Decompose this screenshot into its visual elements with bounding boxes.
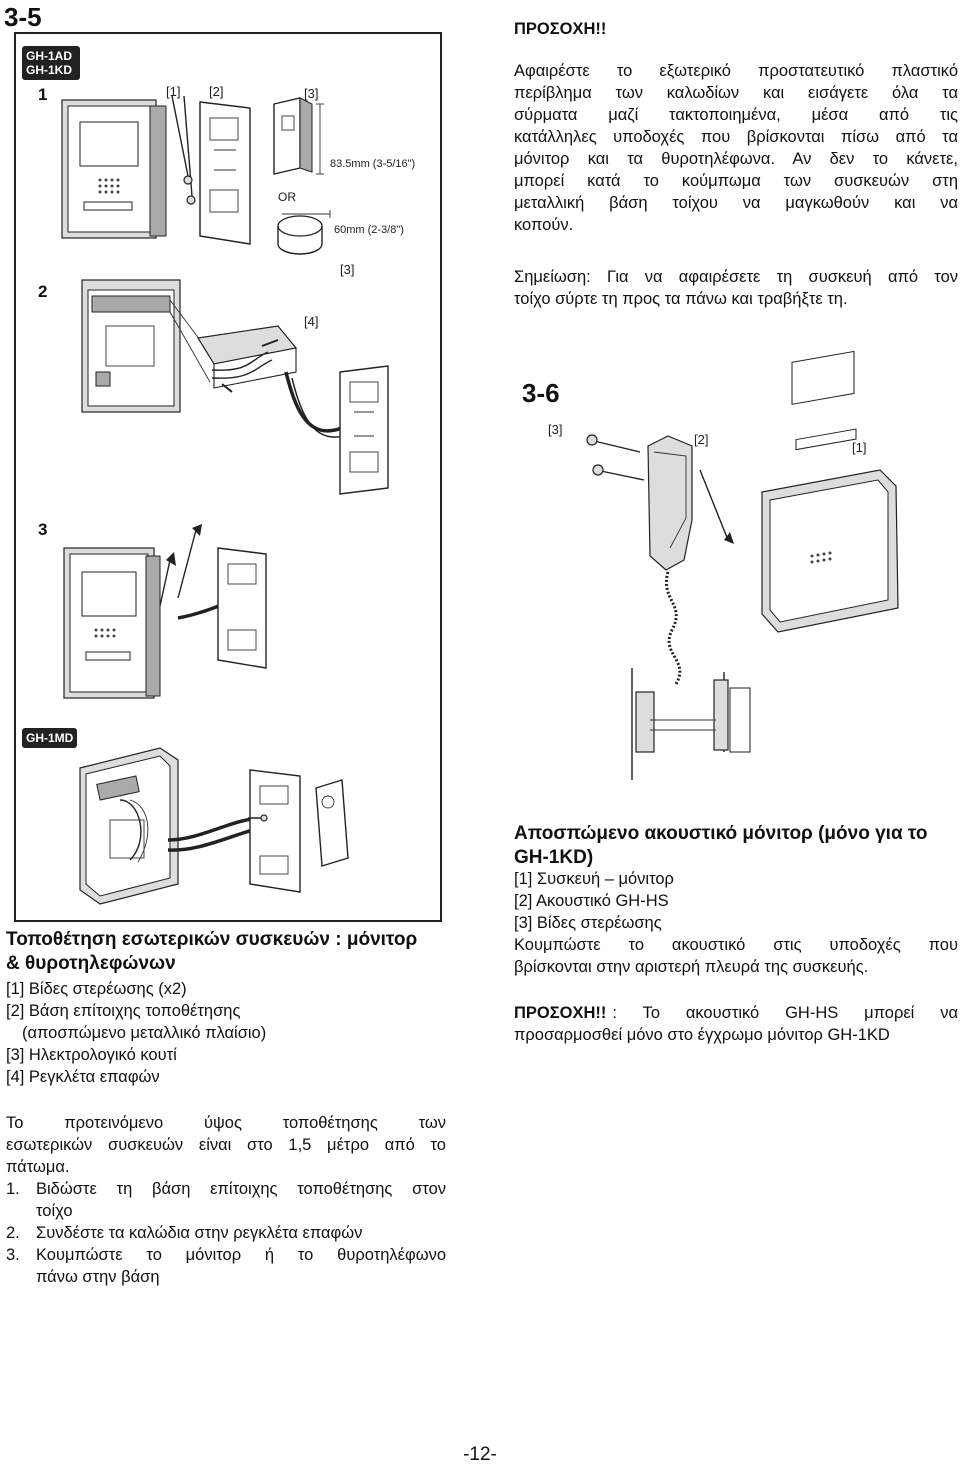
instr-line-2: βρίσκονται στην αριστερή πλευρά της συσκ… bbox=[514, 958, 869, 976]
diagram-frame bbox=[14, 32, 442, 922]
para-line-3: πάτωμα. bbox=[6, 1158, 70, 1176]
d3-label-3: [3] bbox=[548, 422, 563, 437]
note-line-2: τοίχο σύρτε τη προς τα πάνω και τραβήξτε… bbox=[514, 290, 848, 308]
d1-label-2: [2] bbox=[209, 84, 224, 99]
caution-line-8: κοπούν. bbox=[514, 216, 574, 234]
caution2-text-1: : Το ακουστικό GH-HS μπορεί να bbox=[612, 1004, 958, 1022]
left-item-2b: (αποσπώμενο μεταλλικό πλαίσιο) bbox=[22, 1024, 267, 1042]
step-3-label: 3 bbox=[38, 520, 48, 539]
d1-label-1: [1] bbox=[166, 84, 181, 99]
page-number: -12- bbox=[463, 1444, 497, 1465]
note-block: Σημείωση: Για να αφαιρέσετε τη συσκευή α… bbox=[514, 266, 958, 310]
num-2: 2. bbox=[6, 1224, 20, 1242]
note-line-1: Σημείωση: Για να αφαιρέσετε τη συσκευή α… bbox=[514, 268, 958, 286]
caution2-block: ΠΡΟΣΟΧΗ!! : Το ακουστικό GH-HS μπορεί να… bbox=[514, 1002, 958, 1046]
left-item-4: [4] Ρεγκλέτα επαφών bbox=[6, 1068, 160, 1086]
para-line-1: Το προτεινόμενο ύψος τοποθέτησης των bbox=[6, 1114, 446, 1132]
caution-line-3: σύρματα μαζί τακτοποιημένα, μέσα από τις bbox=[514, 106, 958, 124]
dim-or: OR bbox=[278, 190, 296, 204]
d3-label-1: [1] bbox=[852, 440, 867, 455]
numbered-steps: 1. Βιδώστε τη βάση επίτοιχης τοποθέτησης… bbox=[6, 1178, 446, 1288]
num-3-line-1: Κουμπώστε το μόνιτορ ή το θυροτηλέφωνο bbox=[36, 1246, 446, 1264]
badge-model-ad: GH-1AD bbox=[26, 49, 73, 63]
d2-label-3: [3] bbox=[340, 262, 355, 277]
numbered-step-3: 3. Κουμπώστε το μόνιτορ ή το θυροτηλέφων… bbox=[6, 1244, 446, 1288]
dim-height: 83.5mm (3-5/16") bbox=[330, 158, 416, 170]
step-2-label: 2 bbox=[38, 282, 48, 301]
num-1-line-2: τοίχο bbox=[36, 1202, 73, 1220]
right-heading: Αποσπώμενο ακουστικό μόνιτορ (μόνο για τ… bbox=[514, 823, 928, 868]
d3-label-2: [2] bbox=[694, 432, 709, 447]
step-1-label: 1 bbox=[38, 85, 48, 104]
dim-width: 60mm (2-3/8") bbox=[334, 224, 404, 236]
num-2-text: Συνδέστε τα καλώδια στην ρεγκλέτα επαφών bbox=[36, 1224, 363, 1242]
caution-line-1: Αφαιρέστε το εξωτερικό προστατευτικό πλα… bbox=[514, 62, 958, 80]
left-items: [1] Βίδες στερέωσης (x2) [2] Βάση επίτοι… bbox=[6, 978, 436, 1088]
num-1-text: Βιδώστε τη βάση επίτοιχης τοποθέτησης στ… bbox=[36, 1178, 446, 1222]
para-line-2: εσωτερικών συσκευών είναι στο 1,5 μέτρο … bbox=[6, 1136, 446, 1154]
diagram-1-illustration bbox=[61, 95, 331, 255]
caution2-line-1: ΠΡΟΣΟΧΗ!! : Το ακουστικό GH-HS μπορεί να bbox=[514, 1002, 958, 1024]
diagram-4-illustration bbox=[79, 747, 349, 905]
d2-label-4: [4] bbox=[304, 314, 319, 329]
num-3: 3. bbox=[6, 1246, 20, 1264]
section-title-3-6: 3-6 bbox=[522, 378, 560, 408]
left-item-1: [1] Βίδες στερέωσης (x2) bbox=[6, 980, 187, 998]
caution-line-2: περίβλημα των καλωδίων και εισάγετε όλα … bbox=[514, 84, 958, 102]
instr-line-1: Κουμπώστε το ακουστικό στις υποδοχές που bbox=[514, 936, 958, 954]
right-item-3: [3] Βίδες στερέωσης bbox=[514, 914, 662, 932]
caution-block: ΠΡΟΣΟΧΗ!! Αφαιρέστε το εξωτερικό προστατ… bbox=[514, 18, 958, 236]
right-items: [1] Συσκευή – μόνιτορ [2] Ακουστικό GH-H… bbox=[514, 868, 958, 978]
left-item-2: [2] Βάση επίτοιχης τοποθέτησης bbox=[6, 1002, 241, 1020]
caution-line-5: μόνιτορ και τα θυροτηλέφωνα. Αν δεν το κ… bbox=[514, 150, 958, 168]
num-1-line-1: Βιδώστε τη βάση επίτοιχης τοποθέτησης στ… bbox=[36, 1180, 446, 1198]
section-title-3-5: 3-5 bbox=[4, 2, 42, 32]
model-badge: GH-1AD GH-1KD bbox=[22, 46, 80, 80]
caution-line-6: μπορεί κατά το κούμπωμα των συσκευών στη bbox=[514, 172, 958, 190]
d1-label-3: [3] bbox=[304, 86, 319, 101]
caution-line-4: κατάλληλες υποδοχές που βρίσκονται πίσω … bbox=[514, 128, 958, 146]
caution2-text-2: προσαρμοσθεί μόνο στο έγχρωμο μόνιτορ GH… bbox=[514, 1026, 890, 1044]
caution-line-7: μεταλλική βάση τοίχου να μαγκωθούν και ν… bbox=[514, 194, 958, 212]
num-3-line-2: πάνω στην βάση bbox=[36, 1268, 160, 1286]
model-badge-md: GH-1MD bbox=[22, 728, 78, 748]
left-item-3: [3] Ηλεκτρολογικό κουτί bbox=[6, 1046, 177, 1064]
num-3-text: Κουμπώστε το μόνιτορ ή το θυροτηλέφωνο π… bbox=[36, 1244, 446, 1288]
right-item-2: [2] Ακουστικό GH-HS bbox=[514, 892, 669, 910]
caution2-title: ΠΡΟΣΟΧΗ!! bbox=[514, 1004, 607, 1022]
numbered-step-2: 2. Συνδέστε τα καλώδια στην ρεγκλέτα επα… bbox=[6, 1222, 446, 1244]
num-1: 1. bbox=[6, 1180, 20, 1198]
badge-model-kd: GH-1KD bbox=[26, 63, 73, 77]
right-item-1: [1] Συσκευή – μόνιτορ bbox=[514, 870, 674, 888]
left-paragraph: Το προτεινόμενο ύψος τοποθέτησης των εσω… bbox=[6, 1112, 446, 1178]
handset-illustration bbox=[586, 350, 899, 780]
diagram-3-illustration bbox=[63, 524, 267, 699]
caution-title: ΠΡΟΣΟΧΗ!! bbox=[514, 20, 607, 38]
diagram-2-illustration bbox=[81, 279, 389, 495]
numbered-step-1: 1. Βιδώστε τη βάση επίτοιχης τοποθέτησης… bbox=[6, 1178, 446, 1222]
left-heading: Τοποθέτηση εσωτερικών συσκευών : μόνιτορ… bbox=[6, 929, 418, 974]
